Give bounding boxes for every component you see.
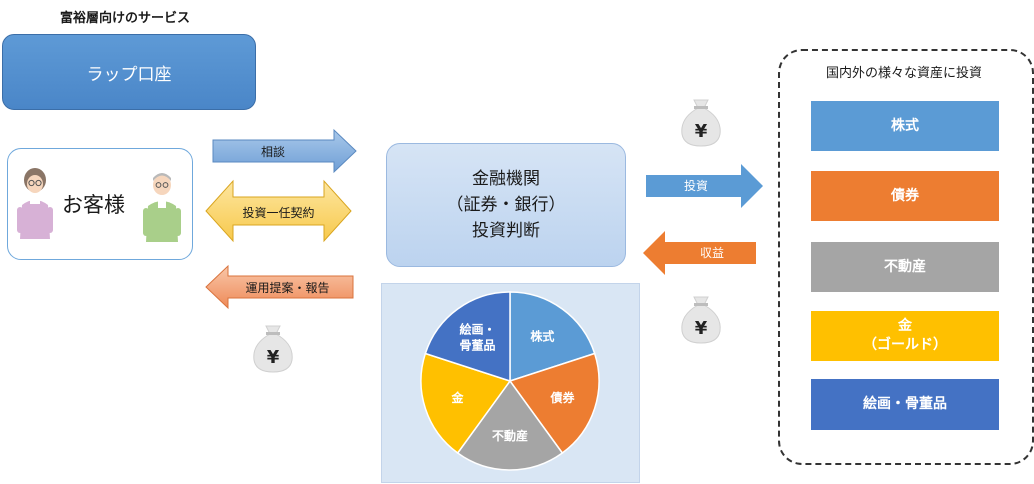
asset-bonds: 債券 [811,171,999,221]
consult-arrow [212,128,357,174]
pie-slice-label: 不動産 [492,428,528,443]
consult-label: 相談 [260,145,285,159]
yen-symbol: ¥ [267,347,280,368]
asset-gold: 金 （ゴールド） [811,311,999,361]
yen-symbol: ¥ [695,121,708,142]
pie-slice-label: 株式 [530,328,554,343]
wrap-account-label: ラップ口座 [86,64,172,85]
institution-role: 投資判断 [472,221,540,241]
pie-slice [420,352,512,455]
institution-type: （証券・銀行） [446,195,566,215]
contract-arrow [205,179,352,243]
pie-slice-label: 債券 [549,390,575,405]
man-icon [143,173,181,242]
financial-institution-box: 金融機関 （証券・銀行） 投資判断 [386,143,626,267]
asset-label: 債券 [891,187,919,204]
money-bag-icon: ¥ [681,296,721,344]
pie-slice [456,379,564,471]
institution-name: 金融機関 [472,169,540,189]
asset-label: 不動産 [884,258,926,275]
invest-arrow [646,164,763,208]
money-bag-icon: ¥ [253,325,293,373]
woman-icon [17,168,53,239]
pie-slice [424,291,511,383]
asset-label: 金 [898,318,912,334]
client-label: お客様 [62,193,125,217]
pie-slice [508,352,600,455]
contract-label: 投資一任契約 [242,206,315,220]
asset-stocks: 株式 [811,101,999,151]
page-title: 富裕層向けのサービス [60,11,191,26]
report-arrow [205,264,354,310]
wrap-account-box: ラップ口座 [2,34,256,110]
money-bag-icon: ¥ [681,99,721,147]
asset-real-estate: 不動産 [811,242,999,292]
invest-label: 投資 [683,179,708,193]
pie-slice-label: 絵画・骨董品 [460,321,496,352]
pie-slice-label: 金 [451,390,465,405]
asset-art-antiques: 絵画・骨董品 [811,379,999,430]
yen-symbol: ¥ [695,318,708,339]
asset-label: 株式 [891,117,919,134]
profit-arrow [643,231,756,275]
asset-sublabel: （ゴールド） [863,337,947,353]
asset-label: 絵画・骨董品 [863,396,947,412]
pie-slice [509,291,596,383]
report-label: 運用提案・報告 [245,281,330,295]
assets-title: 国内外の様々な資産に投資 [825,66,982,81]
profit-label: 収益 [699,246,724,260]
